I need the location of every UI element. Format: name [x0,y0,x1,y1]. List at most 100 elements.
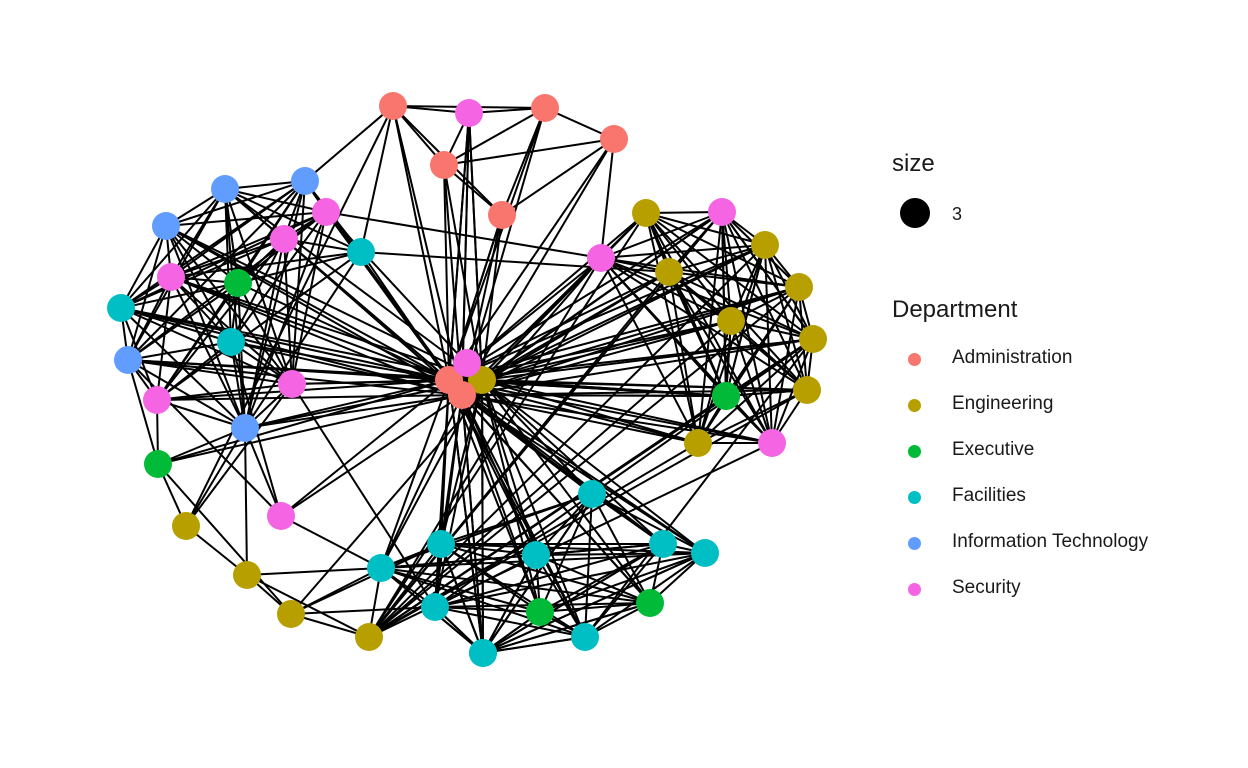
graph-edge [165,225,232,343]
graph-node-security [453,349,481,377]
graph-edge [461,394,706,554]
graph-edge [291,211,327,385]
graph-node-engineering [632,199,660,227]
graph-edge [645,212,727,397]
graph-node-security [143,386,171,414]
graph-node-engineering [717,307,745,335]
graph-edge [380,394,463,569]
graph-edge [230,341,246,429]
graph-edge [481,379,808,391]
graph-edge [434,606,541,613]
graph-edge [280,394,463,517]
graph-edge [584,493,593,638]
graph-node-security [267,502,295,530]
graph-edge [127,359,293,385]
graph-edge [156,383,293,401]
graph-edge [448,320,732,381]
graph-edge [120,225,167,309]
graph-edge [482,552,706,654]
graph-edge [448,244,766,381]
graph-edge [697,320,732,444]
graph-edge [244,379,450,429]
graph-node-security [587,244,615,272]
graph-edge [600,244,766,259]
graph-edge [120,307,483,381]
graph-edge [170,276,483,381]
graph-edge [165,225,293,385]
graph-node-administration [430,151,458,179]
graph-edge [185,427,246,527]
graph-edge [246,567,382,576]
size-legend-title: size [892,150,935,177]
graph-node-administration [531,94,559,122]
graph-edge [443,107,546,166]
graph-node-engineering [684,429,712,457]
legend-swatch [908,583,921,596]
graph-edge [237,282,246,429]
graph-edge [448,211,723,381]
graph-edge [481,379,706,554]
graph-edge [280,515,382,569]
graph-edge [481,214,503,381]
graph-node-administration [600,125,628,153]
graph-node-administration [379,92,407,120]
graph-edge [237,282,293,385]
graph-edge [157,427,246,465]
graph-edge [645,212,766,246]
graph-node-facilities [578,480,606,508]
graph-edge [721,211,732,322]
graph-edge [165,180,306,227]
graph-edge [120,180,306,309]
graph-edge [434,606,586,638]
graph-edge [244,427,282,517]
graph-edge [434,379,450,608]
graph-edge [461,112,470,396]
graph-edge [156,341,232,401]
graph-edge [481,379,773,444]
graph-node-facilities [522,541,550,569]
graph-node-information-technology [231,414,259,442]
graph-edge [120,188,226,309]
graph-edge [127,359,483,381]
graph-edge [645,212,814,340]
graph-node-information-technology [291,167,319,195]
graph-edge [448,212,647,381]
graph-edge [127,341,232,361]
graph-edge [501,138,615,216]
graph-node-engineering [355,623,383,651]
graph-edge [668,271,699,444]
graph-edge [280,379,450,517]
graph-edge [600,257,699,444]
graph-node-executive [712,382,740,410]
graph-edge [461,394,727,397]
legend-swatch [908,353,921,366]
legend-swatch [908,537,921,550]
size-legend-label: 3 [952,204,963,224]
graph-node-security [312,198,340,226]
legend-label: Administration [952,347,1073,368]
graph-node-executive [144,450,172,478]
graph-node-administration [488,201,516,229]
graph-node-security [157,263,185,291]
graph-node-facilities [469,639,497,667]
graph-edge [481,286,800,381]
graph-node-engineering [799,325,827,353]
graph-edge [721,211,814,340]
graph-edge [461,138,615,396]
legend-label: Facilities [952,485,1026,506]
graph-edge [697,244,766,444]
graph-edge [434,554,537,608]
graph-edge [600,138,615,259]
graph-edge [170,276,450,381]
graph-edge [481,379,651,604]
graph-edge [448,138,615,381]
graph-edge [380,493,593,569]
graph-edge [645,212,800,288]
graph-node-information-technology [152,212,180,240]
graph-edge [360,251,450,381]
graph-node-facilities [217,328,245,356]
graph-edge [224,188,232,343]
graph-node-executive [224,269,252,297]
graph-edge [244,427,248,576]
legend-swatch [908,399,921,412]
